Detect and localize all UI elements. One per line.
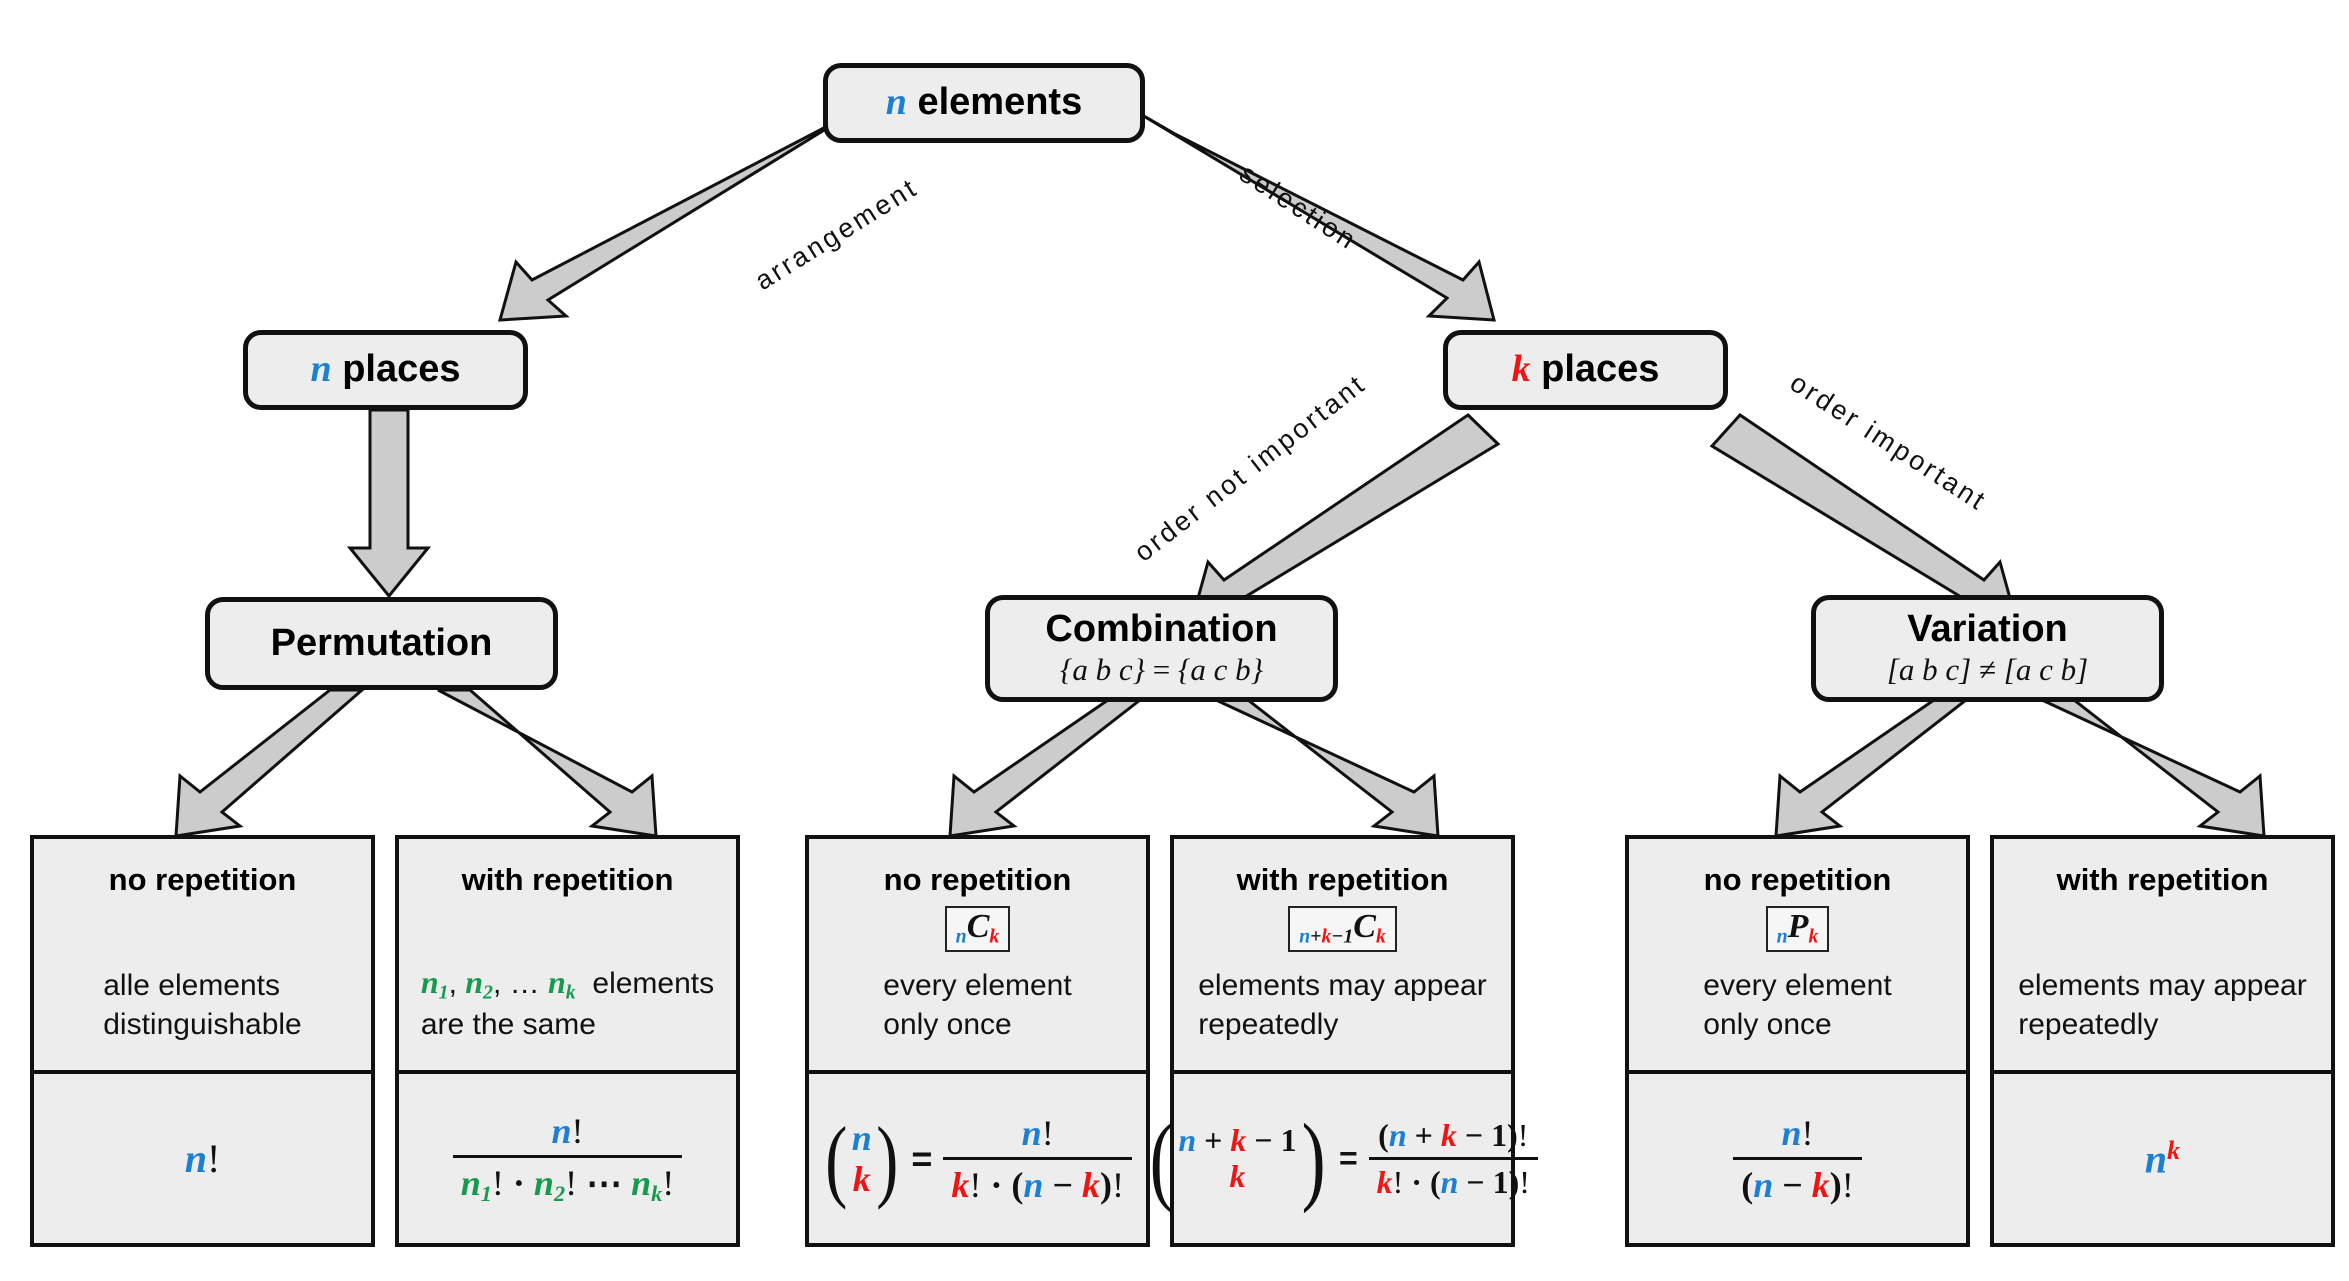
- seq-left: [a b c]: [1886, 651, 1972, 687]
- node-title: n places: [310, 348, 461, 391]
- badge-nPk: nPk: [1765, 906, 1830, 953]
- leaf-comb-with-rep[interactable]: with repetition n+k−1Ck elements may app…: [1150, 835, 1538, 1247]
- leaf-comb-no-rep[interactable]: no repetition nCk every element only onc…: [805, 835, 1150, 1247]
- set-right: {a c b}: [1177, 651, 1264, 687]
- desc-line: alle elements: [103, 969, 281, 1003]
- node-combination[interactable]: Combination {a b c} = {a c b}: [985, 595, 1338, 702]
- leaf-var-no-rep[interactable]: no repetition nPk every element only onc…: [1625, 835, 1970, 1247]
- badge-n-plus-k-minus-1-C-k: n+k−1Ck: [1288, 906, 1397, 953]
- leaf-heading: with repetition: [461, 862, 674, 897]
- node-title: Variation: [1907, 607, 2068, 650]
- node-n-places[interactable]: n places: [243, 330, 528, 410]
- node-title: n elements: [885, 81, 1083, 124]
- node-title: Combination: [1045, 607, 1278, 650]
- leaf-top: with repetition n1, n2, … nk elements ar…: [399, 839, 736, 1074]
- node-k-places[interactable]: k places: [1443, 330, 1728, 410]
- leaf-description: elements may appear repeatedly: [2018, 967, 2307, 1044]
- node-label: places: [1541, 348, 1660, 391]
- leaf-description: every element only once: [883, 967, 1071, 1044]
- desc-line: repeatedly: [2018, 1007, 2159, 1041]
- relation-op: =: [1152, 651, 1171, 687]
- leaf-formula: n! (n − k)!: [1629, 1074, 1966, 1243]
- leaf-var-with-rep[interactable]: with repetition elements may appear repe…: [1990, 835, 2335, 1247]
- node-variation[interactable]: Variation [a b c] ≠ [a c b]: [1811, 595, 2164, 702]
- leaf-formula: n!: [184, 1136, 221, 1181]
- edge-label-selection: selection: [1234, 158, 1363, 257]
- desc-line: only once: [1703, 1007, 1832, 1041]
- leaf-perm-with-rep[interactable]: with repetition n1, n2, … nk elements ar…: [395, 835, 740, 1247]
- set-left: {a b c}: [1059, 651, 1145, 687]
- relation-op: ≠: [1978, 651, 1996, 687]
- leaf-heading: with repetition: [1236, 862, 1449, 897]
- node-title: k places: [1511, 348, 1660, 391]
- leaf-formula: nk: [2144, 1134, 2181, 1182]
- leaf-top: with repetition n+k−1Ck elements may app…: [1174, 839, 1511, 1074]
- leaf-formula: n! n1! · n2! ⋯ nk!: [399, 1074, 736, 1243]
- leaf-heading: no repetition: [883, 862, 1072, 897]
- leaf-description: every element only once: [1703, 967, 1891, 1044]
- desc-line: only once: [883, 1007, 1012, 1041]
- desc-line: elements may appear: [2018, 969, 2307, 1003]
- node-label: elements: [917, 81, 1083, 124]
- symbol-k: k: [1511, 348, 1531, 391]
- leaf-heading: no repetition: [108, 862, 297, 897]
- desc-line: distinguishable: [103, 1007, 302, 1041]
- desc-line: repeatedly: [1198, 1007, 1339, 1041]
- node-n-elements[interactable]: n elements: [823, 63, 1145, 143]
- leaf-perm-no-rep[interactable]: no repetition alle elements distinguisha…: [30, 835, 375, 1247]
- symbol-n: n: [310, 348, 332, 391]
- edge-label-order-important: order important: [1784, 367, 1993, 517]
- leaf-description: n1, n2, … nk elements are the same: [421, 962, 714, 1044]
- node-label: places: [342, 348, 461, 391]
- node-title: Permutation: [270, 621, 493, 664]
- leaf-heading: no repetition: [1703, 862, 1892, 897]
- leaf-top: no repetition alle elements distinguisha…: [34, 839, 371, 1074]
- leaf-description: alle elements distinguishable: [103, 967, 301, 1044]
- desc-line: are the same: [420, 1007, 596, 1041]
- desc-line: elements may appear: [1198, 969, 1487, 1003]
- leaf-top: with repetition elements may appear repe…: [1994, 839, 2331, 1074]
- node-permutation[interactable]: Permutation: [205, 597, 558, 690]
- node-subtitle: {a b c} = {a c b}: [1060, 652, 1263, 688]
- edge-label-order-not-important: order not important: [1128, 368, 1372, 568]
- desc-line: every element: [1703, 969, 1892, 1003]
- edge-label-arrangement: arrangement: [749, 171, 924, 296]
- desc-line: n1, n2, … nk elements: [420, 963, 715, 1004]
- leaf-heading: with repetition: [2056, 862, 2269, 897]
- symbol-n: n: [885, 81, 907, 124]
- desc-line: every element: [883, 969, 1072, 1003]
- node-subtitle: [a b c] ≠ [a c b]: [1887, 652, 2088, 688]
- leaf-top: no repetition nCk every element only onc…: [809, 839, 1146, 1074]
- badge-nCk: nCk: [944, 906, 1011, 953]
- seq-right: [a c b]: [2003, 651, 2089, 687]
- leaf-top: no repetition nPk every element only onc…: [1629, 839, 1966, 1074]
- leaf-description: elements may appear repeatedly: [1198, 967, 1487, 1044]
